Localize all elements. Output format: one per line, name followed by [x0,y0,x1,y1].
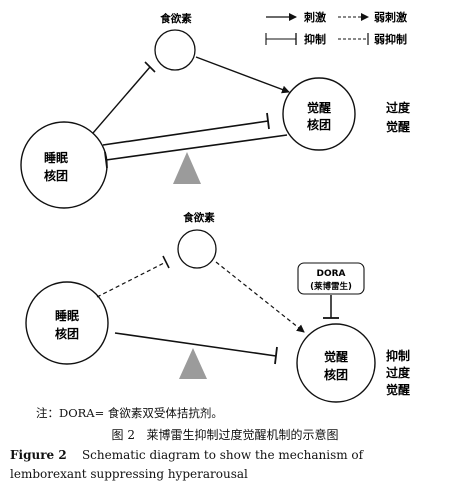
bottom-sleep-nucleus-line1: 睡眠 [55,308,79,323]
figure-caption-cn: 图 2 莱博雷生抑制过度觉醒机制的示意图 [0,426,450,443]
top-sleep-nucleus-node [20,121,108,209]
bottom-sleep-weakly-inhibits-orexin [96,261,167,298]
top-sleep-inhibits-wake [102,120,269,146]
bottom-orexin-label: 食欲素 [182,211,215,224]
bottom-wake-nucleus-line2: 核团 [324,367,348,382]
top-orexin-label: 食欲素 [159,12,192,25]
top-sleep-nucleus-line1: 睡眠 [44,150,68,165]
top-wake-inhibits-sleep [105,134,288,161]
top-sleep-nucleus-line2: 核团 [44,168,68,183]
bottom-orexin-weakly-stimulates-wake [215,261,305,333]
legend-weak-stimulate-label: 弱刺激 [374,10,407,24]
top-panel: 食欲素 睡眠 核团 觉醒 核团 过度 觉醒 [20,12,411,209]
top-state-line1: 过度 [386,100,411,115]
legend-weak-inhibit-label: 弱抑制 [374,32,407,46]
bottom-state-line2: 过度 [386,365,411,380]
top-state-line2: 觉醒 [386,119,410,134]
legend-inhibit-label: 抑制 [304,32,326,46]
legend-stimulate-label: 刺激 [303,10,326,24]
top-wake-nucleus-line2: 核团 [307,117,331,132]
dora-box [297,262,365,295]
bottom-sleep-weakly-inhibits-orexin-bar [162,255,170,269]
figure-label-en: Figure 2 [10,448,67,462]
figure-title-en: Schematic diagram to show the mechanism … [10,448,364,481]
bottom-sleep-inhibits-wake-bar [274,346,278,365]
bottom-sleep-nucleus-line2: 核团 [55,326,79,341]
top-wake-nucleus-node [282,77,356,151]
legend: 刺激 弱刺激 抑制 弱抑制 [265,10,407,46]
top-orexin-node [154,29,196,71]
figure-title-cn: 莱博雷生抑制过度觉醒机制的示意图 [146,428,339,442]
bottom-wake-nucleus-node [296,323,376,403]
top-wake-nucleus-line1: 觉醒 [307,100,331,115]
top-sleep-inhibits-orexin [92,66,151,134]
bottom-balance-fulcrum [179,348,207,379]
top-sleep-inhibits-wake-bar [266,112,270,130]
top-wake-inhibits-sleep-bar [104,151,108,169]
bottom-panel: 食欲素 睡眠 核团 觉醒 核团 DORA (莱博雷生) 抑制 过度 觉醒 [25,211,411,403]
bottom-wake-nucleus-line1: 觉醒 [324,349,348,364]
bottom-sleep-inhibits-wake [114,332,277,357]
top-balance-fulcrum [173,152,201,184]
bottom-state-line3: 觉醒 [386,382,410,397]
dora-box-line2: (莱博雷生) [310,281,352,292]
figure-note: 注：DORA= 食欲素双受体拮抗剂。 [36,406,223,420]
bottom-orexin-node [177,229,217,269]
figure-label-cn: 图 2 [111,428,135,442]
bottom-state-line1: 抑制 [386,348,410,363]
bottom-sleep-nucleus-node [25,281,109,365]
top-sleep-inhibits-orexin-bar [144,61,156,73]
top-orexin-stimulates-wake [195,56,290,94]
figure-caption-en: Figure 2 Schematic diagram to show the m… [10,446,440,484]
dora-box-line1: DORA [316,269,345,279]
